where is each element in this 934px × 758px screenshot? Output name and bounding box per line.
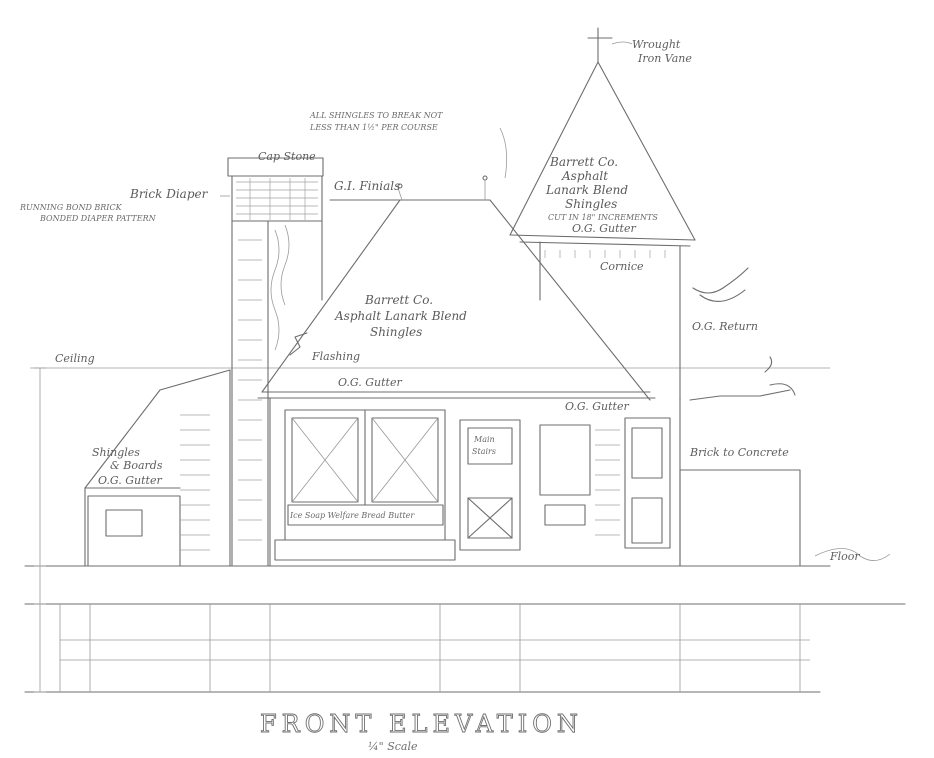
- front-facade: [269, 397, 681, 567]
- right-gutter-label: O.G. Gutter: [565, 400, 629, 413]
- window-sign: Ice Soap Welfare Bread Butter: [289, 511, 415, 520]
- main-roof: [257, 175, 656, 401]
- chimney: [227, 157, 324, 567]
- side-roof-2: & Boards: [110, 459, 163, 472]
- vane-label-2: Iron Vane: [637, 52, 692, 65]
- main-roof-1: Barrett Co.: [364, 293, 433, 307]
- main-roof-3: Shingles: [370, 325, 422, 339]
- drawing-scale: ¼" Scale: [368, 740, 418, 753]
- side-roof-1: Shingles: [92, 446, 140, 459]
- tower-roof-4: Shingles: [565, 197, 617, 211]
- cap-stone-label: Cap Stone: [258, 150, 316, 163]
- brick-conc-label: Brick to Concrete: [689, 446, 789, 459]
- tower-roof-2: Asphalt: [561, 169, 608, 183]
- tower: [509, 27, 749, 401]
- tower-roof-3: Lanark Blend: [545, 183, 628, 197]
- floor-label: Floor: [829, 550, 860, 563]
- tower-cornice-label: Cornice: [600, 260, 644, 273]
- flashing-label: Flashing: [311, 350, 360, 363]
- right-wing: [679, 356, 801, 567]
- left-wing: [84, 369, 231, 567]
- door-sign-2: Stairs: [472, 447, 496, 456]
- brick-diaper-label: Brick Diaper: [129, 187, 209, 201]
- brick-note-1: RUNNING BOND BRICK: [19, 203, 123, 212]
- finials-label: G.I. Finials: [334, 179, 400, 193]
- dimension-left: [34, 367, 46, 693]
- main-roof-2: Asphalt Lanark Blend: [334, 309, 467, 323]
- brick-note-2: BONDED DIAPER PATTERN: [39, 214, 157, 223]
- main-gutter-label: O.G. Gutter: [338, 376, 402, 389]
- tower-gutter-label: O.G. Gutter: [572, 222, 636, 235]
- ground-lines: [24, 565, 906, 693]
- leader-lines: [220, 41, 891, 561]
- shingle-note-2: LESS THAN 1½" PER COURSE: [309, 123, 438, 132]
- tower-small-note: CUT IN 18" INCREMENTS: [548, 213, 658, 222]
- door-sign-1: Main: [473, 435, 495, 444]
- vane-label-1: Wrought: [632, 38, 681, 51]
- shingle-note-1: ALL SHINGLES TO BREAK NOT: [309, 111, 443, 120]
- labels: Wrought Iron Vane ALL SHINGLES TO BREAK …: [19, 38, 860, 563]
- tower-roof-1: Barrett Co.: [549, 155, 618, 169]
- ceiling-label: Ceiling: [55, 352, 95, 365]
- side-gutter-label: O.G. Gutter: [98, 474, 162, 487]
- og-return-label: O.G. Return: [692, 320, 758, 333]
- drawing-title: FRONT ELEVATION: [260, 710, 583, 738]
